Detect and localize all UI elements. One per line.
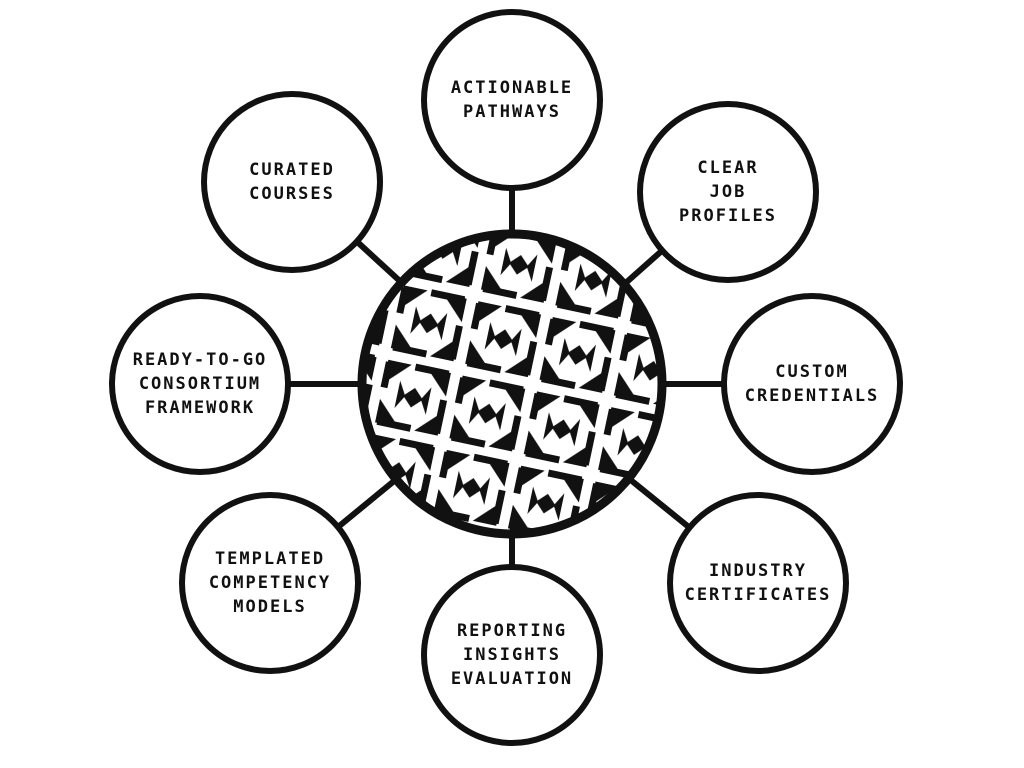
- node-label-line: PROFILES: [679, 206, 777, 226]
- node-industry-certificates: INDUSTRY CERTIFICATES: [667, 492, 849, 674]
- node-label-line: MODELS: [233, 597, 306, 617]
- connector-curated-courses: [354, 239, 404, 285]
- node-label-line: CREDENTIALS: [745, 386, 880, 406]
- node-templated-competency-models: TEMPLATED COMPETENCY MODELS: [179, 492, 361, 674]
- node-circle: [109, 293, 291, 475]
- node-ready-to-go-consortium-framework: READY-TO-GO CONSORTIUM FRAMEWORK: [109, 293, 291, 475]
- node-label-line: READY-TO-GO: [133, 350, 268, 370]
- node-custom-credentials: CUSTOM CREDENTIALS: [721, 293, 903, 475]
- node-label-line: PATHWAYS: [463, 102, 561, 122]
- node-label-line: ACTIONABLE: [451, 78, 573, 98]
- node-reporting-insights-evaluation: REPORTING INSIGHTS EVALUATION: [421, 564, 603, 746]
- node-label-line: COURSES: [249, 184, 335, 204]
- node-label-line: TEMPLATED: [215, 549, 325, 569]
- node-label-line: CLEAR: [697, 158, 758, 178]
- node-circle: [421, 9, 603, 191]
- node-circle: [201, 91, 383, 273]
- node-actionable-pathways: ACTIONABLE PATHWAYS: [421, 9, 603, 191]
- node-circle: [667, 492, 849, 674]
- node-label-line: INSIGHTS: [463, 645, 561, 665]
- node-label-line: REPORTING: [457, 621, 567, 641]
- node-label-line: JOB: [710, 182, 747, 202]
- connector-templated-competency-models: [336, 476, 399, 530]
- connector-lines: [288, 188, 724, 567]
- node-clear-job-profiles: CLEAR JOB PROFILES: [637, 101, 819, 283]
- node-circle: [637, 101, 819, 283]
- node-label-line: FRAMEWORK: [145, 398, 255, 418]
- node-label-line: CONSORTIUM: [139, 374, 261, 394]
- node-label-line: CURATED: [249, 160, 335, 180]
- node-circle: [179, 492, 361, 674]
- central-hub: [357, 229, 667, 539]
- node-circle: [721, 293, 903, 475]
- node-label-line: EVALUATION: [451, 669, 573, 689]
- node-label-line: INDUSTRY: [709, 561, 807, 581]
- node-label-line: CUSTOM: [775, 362, 848, 382]
- node-label-line: CERTIFICATES: [685, 585, 832, 605]
- hub-pattern: [362, 234, 662, 534]
- topic-nodes: ACTIONABLE PATHWAYS CLEAR JOB PROFILES CUSTOM…: [109, 9, 903, 746]
- node-curated-courses: CURATED COURSES: [201, 91, 383, 273]
- hub-ring: [357, 229, 667, 539]
- connector-industry-certificates: [626, 476, 692, 530]
- node-circle: [421, 564, 603, 746]
- connector-clear-job-profiles: [622, 248, 665, 287]
- node-label-line: COMPETENCY: [209, 573, 331, 593]
